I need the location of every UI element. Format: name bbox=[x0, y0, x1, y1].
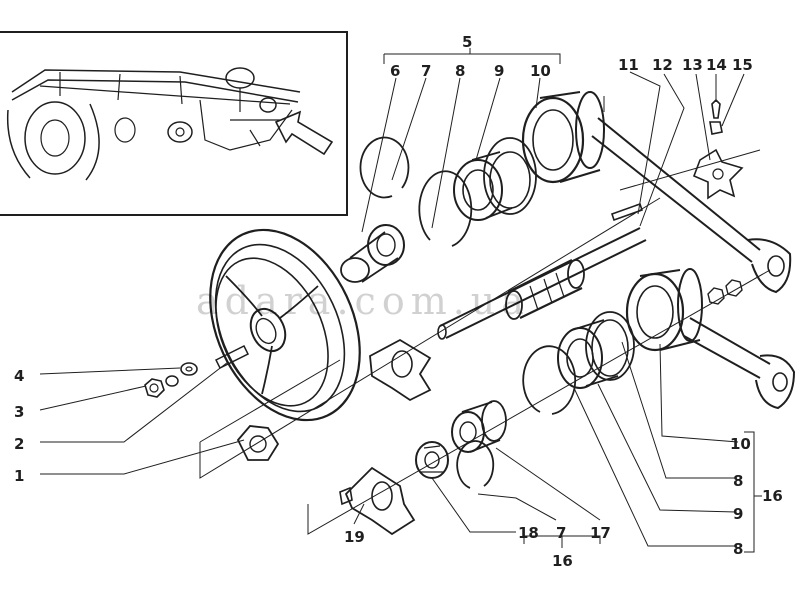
circlip-small-lower bbox=[456, 440, 495, 489]
callout-9-right: 9 bbox=[733, 505, 743, 523]
callout-9-top: 9 bbox=[494, 62, 504, 80]
shaft-key bbox=[214, 344, 250, 370]
retaining-ring-upper bbox=[483, 137, 537, 215]
washer bbox=[180, 362, 198, 376]
callout-4: 4 bbox=[14, 367, 24, 385]
callout-11: 11 bbox=[618, 56, 639, 74]
inset-tractor-view bbox=[0, 31, 348, 216]
callout-8-right-b: 8 bbox=[733, 540, 743, 558]
nuts-lower-right bbox=[707, 279, 743, 305]
ball-bearing-lower bbox=[557, 319, 629, 389]
spacer-ring-upper bbox=[418, 170, 473, 247]
pillow-block-lower bbox=[339, 466, 416, 536]
callout-labels: 5 6 7 8 9 10 11 12 13 14 15 4 3 2 1 19 1… bbox=[14, 33, 783, 570]
assembly-axis-lines bbox=[199, 96, 771, 535]
callout-1: 1 bbox=[14, 467, 24, 485]
callout-14: 14 bbox=[706, 56, 727, 74]
callout-15: 15 bbox=[732, 56, 753, 74]
drive-pulley bbox=[209, 228, 361, 422]
callout-3: 3 bbox=[14, 403, 24, 421]
callout-7-top: 7 bbox=[421, 62, 431, 80]
connecting-rod-lower bbox=[683, 317, 796, 410]
callout-19: 19 bbox=[344, 528, 365, 546]
bearing-housing-lower bbox=[625, 268, 703, 352]
bearing-housing-upper bbox=[521, 91, 605, 184]
callout-16-right: 16 bbox=[762, 487, 783, 505]
callout-10-right: 10 bbox=[730, 435, 751, 453]
circlip-upper bbox=[359, 136, 410, 199]
callout-17: 17 bbox=[590, 524, 611, 542]
callout-2: 2 bbox=[14, 435, 24, 453]
upper-bearing-sleeve bbox=[340, 224, 405, 283]
watermark-text: adara.com.ua bbox=[196, 279, 530, 323]
grease-fitting bbox=[692, 98, 744, 200]
callout-8-top: 8 bbox=[455, 62, 465, 80]
callout-7-bottom: 7 bbox=[556, 524, 566, 542]
callout-10-top: 10 bbox=[530, 62, 551, 80]
leader-lines bbox=[39, 48, 762, 553]
bearing-sleeve-lower bbox=[451, 400, 507, 453]
callout-5: 5 bbox=[462, 33, 472, 51]
callout-8-right-a: 8 bbox=[733, 472, 743, 490]
hub-nut bbox=[236, 425, 280, 461]
callout-13: 13 bbox=[682, 56, 703, 74]
callout-18: 18 bbox=[518, 524, 539, 542]
retaining-ring-lower bbox=[585, 311, 635, 381]
callout-12: 12 bbox=[652, 56, 673, 74]
main-shaft bbox=[437, 227, 647, 340]
connecting-rod-upper bbox=[591, 117, 792, 294]
callout-6: 6 bbox=[390, 62, 400, 80]
nut bbox=[144, 375, 179, 398]
pin bbox=[610, 202, 644, 222]
pillow-block-middle bbox=[369, 338, 432, 402]
circlip-lower bbox=[522, 345, 577, 415]
callout-16-bottom: 16 bbox=[552, 552, 573, 570]
small-bearing-lower bbox=[415, 441, 449, 479]
